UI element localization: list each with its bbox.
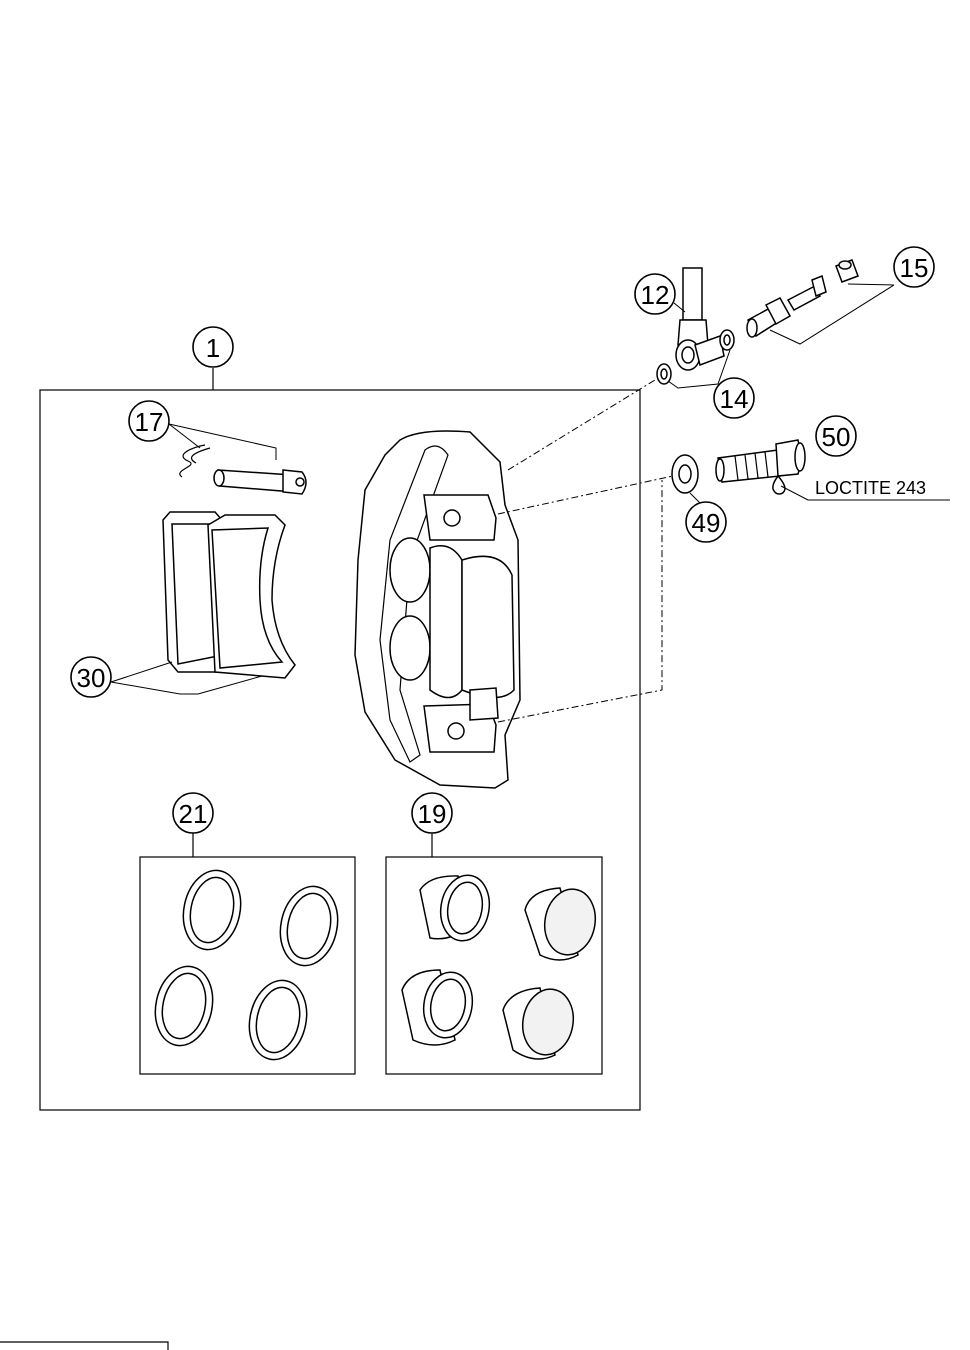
callout-1[interactable]: 1 xyxy=(192,326,234,368)
leader-30c xyxy=(197,675,263,695)
leader-15b xyxy=(847,283,895,286)
callout-50[interactable]: 50 xyxy=(815,415,857,457)
sealing-washers xyxy=(656,329,735,385)
callout-15[interactable]: 15 xyxy=(893,246,935,288)
axis-line-hose xyxy=(507,371,669,471)
leader-15 xyxy=(769,284,895,345)
callout-49-label: 49 xyxy=(692,508,721,538)
bleeder-valve xyxy=(746,259,859,338)
loctite-note: LOCTITE 243 xyxy=(815,478,926,498)
callout-14-label: 14 xyxy=(720,384,749,414)
brake-hose xyxy=(675,267,725,371)
callout-19-label: 19 xyxy=(418,799,447,829)
callout-17-label: 17 xyxy=(135,407,164,437)
mounting-bolt xyxy=(715,439,806,483)
assembly-box xyxy=(39,389,641,1111)
leader-loctite xyxy=(780,485,950,501)
callout-21-label: 21 xyxy=(179,799,208,829)
retaining-clip xyxy=(179,444,211,478)
callout-50-label: 50 xyxy=(822,422,851,452)
brake-pads xyxy=(162,511,296,679)
footer-code-box xyxy=(0,1341,169,1350)
callout-30-label: 30 xyxy=(77,663,106,693)
bolt-washer xyxy=(671,454,699,494)
callout-1-label: 1 xyxy=(206,333,220,363)
leader-14 xyxy=(667,349,731,389)
seal-kit-box xyxy=(139,856,356,1075)
pad-pin xyxy=(213,469,307,495)
axis-line-bolt-upper xyxy=(497,473,683,515)
leader-30b xyxy=(110,661,173,683)
pistons xyxy=(401,874,597,1060)
callout-21[interactable]: 21 xyxy=(172,792,214,834)
leader-12 xyxy=(673,302,686,313)
callout-49[interactable]: 49 xyxy=(685,501,727,543)
callout-19[interactable]: 19 xyxy=(411,792,453,834)
callout-14[interactable]: 14 xyxy=(713,377,755,419)
caliper-body xyxy=(354,430,521,789)
leader-30 xyxy=(110,681,198,695)
callout-17[interactable]: 17 xyxy=(128,400,170,442)
leader-17 xyxy=(168,423,277,460)
thread-locker-drop xyxy=(772,474,786,495)
seal-rings xyxy=(154,869,339,1061)
callout-30[interactable]: 30 xyxy=(70,656,112,698)
leader-17b xyxy=(168,423,201,449)
callout-12-label: 12 xyxy=(641,280,670,310)
piston-kit-box xyxy=(385,856,603,1075)
leader-49 xyxy=(689,492,701,504)
callout-15-label: 15 xyxy=(900,253,929,283)
axis-line-bolt-lower xyxy=(497,480,663,723)
callout-12[interactable]: 12 xyxy=(634,273,676,315)
